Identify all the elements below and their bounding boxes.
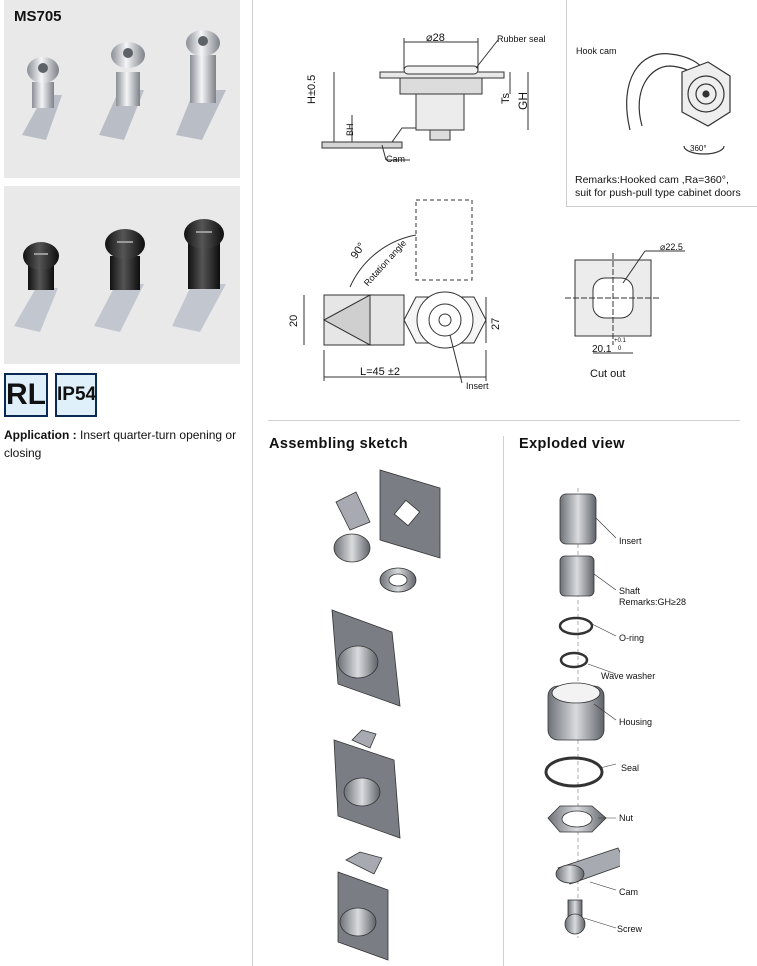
- side-view-drawing: [321, 38, 529, 161]
- hook-angle-label: 360°: [690, 144, 707, 153]
- bh-label: BH: [345, 123, 355, 136]
- hook-cam-drawing: [626, 53, 731, 155]
- hook-cam-label: Hook cam: [576, 46, 617, 56]
- exploded-cam-label: Cam: [619, 887, 639, 897]
- rubber-seal-label: Rubber seal: [497, 34, 546, 44]
- column-divider: [252, 0, 253, 966]
- dim27-label: 27: [490, 317, 502, 330]
- dia28-value: 28: [432, 32, 445, 44]
- badge-ip54: IP54: [55, 373, 97, 417]
- cutout-tol-minus: 0: [618, 346, 622, 352]
- product-photo-black: [4, 186, 240, 364]
- assembling-sketch-drawing: [331, 469, 441, 961]
- cam-label: Cam: [386, 154, 406, 164]
- exploded-nut-label: Nut: [619, 813, 634, 823]
- chrome-locks-image: [22, 30, 226, 140]
- section-divider: [268, 420, 740, 421]
- cutout-dia-value: 22.5: [665, 242, 683, 252]
- cutout-width-label: 20.1: [592, 344, 612, 355]
- application-text: Insert quarter-turn opening or closing: [4, 428, 237, 460]
- cutout-title: Cut out: [590, 368, 626, 380]
- black-locks-image: [14, 219, 226, 332]
- exploded-view-heading: Exploded view: [519, 436, 625, 452]
- exploded-shaft-label: Shaft: [619, 586, 641, 596]
- front-view-drawing: [303, 199, 487, 384]
- model-title: MS705: [14, 8, 62, 25]
- h-tol-label: H±0.5: [306, 74, 318, 104]
- cutout-diameter-icon: ⌀: [660, 242, 666, 252]
- exploded-wave-washer-label: Wave washer: [601, 671, 656, 681]
- exploded-insert-label: Insert: [619, 536, 642, 546]
- exploded-view-drawing: [544, 488, 620, 938]
- insert-label: Insert: [466, 381, 489, 391]
- cutout-drawing: [565, 250, 685, 354]
- cutout-dia-label: ⌀22.5: [660, 242, 683, 253]
- application-paragraph: Application : Insert quarter-turn openin…: [4, 426, 240, 462]
- diameter-icon: ⌀: [426, 32, 433, 44]
- exploded-oring-label: O-ring: [619, 633, 645, 643]
- hook-remarks-line1: Remarks:Hooked cam ,Ra=360°,: [575, 174, 729, 186]
- cutout-tol-plus: +0.1: [614, 338, 626, 344]
- dia28-label: ⌀28: [426, 31, 445, 44]
- dim20-label: 20: [288, 314, 300, 327]
- assembling-sketch-heading: Assembling sketch: [269, 436, 408, 452]
- product-photo-chrome: MS705: [4, 0, 240, 178]
- exploded-housing-label: Housing: [619, 717, 653, 727]
- exploded-screw-label: Screw: [617, 924, 643, 934]
- length-label: L=45 ±2: [360, 366, 400, 378]
- application-label: Application :: [4, 428, 77, 442]
- badge-rl: RL: [4, 373, 48, 417]
- ts-label: Ts: [500, 93, 512, 104]
- hook-cam-box: [566, 0, 757, 207]
- exploded-seal-label: Seal: [621, 763, 640, 773]
- exploded-shaft-remark: Remarks:GH≥28: [619, 597, 686, 607]
- hook-remarks-line2: suit for push-pull type cabinet doors: [575, 187, 741, 199]
- gh-label: GH: [516, 92, 530, 110]
- lower-divider: [503, 436, 504, 966]
